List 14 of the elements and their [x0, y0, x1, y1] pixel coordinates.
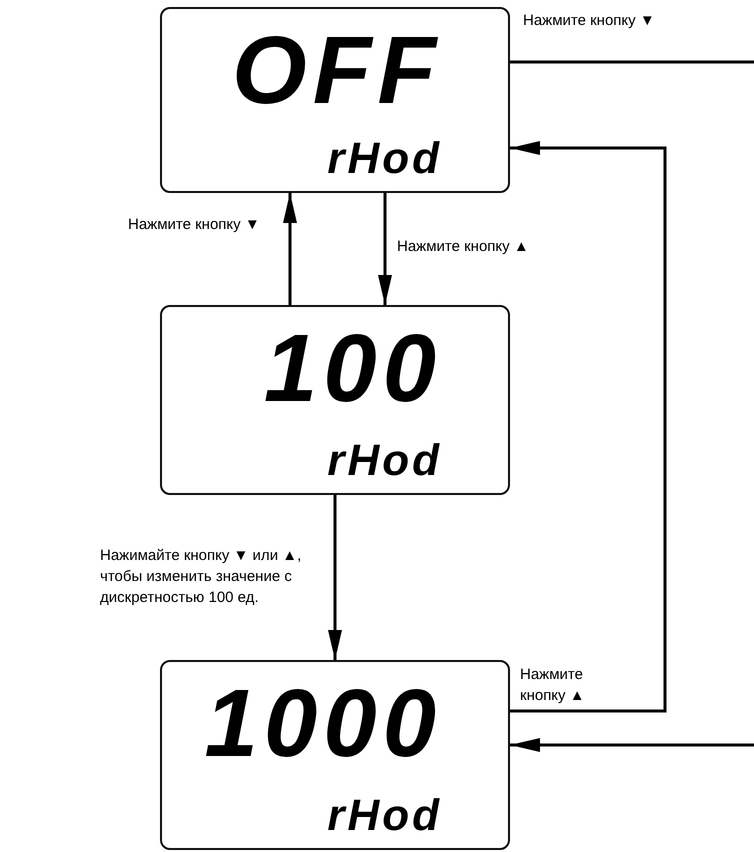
display-mode: rHod	[327, 137, 442, 181]
display-value: OFF	[232, 23, 442, 119]
arrow	[510, 141, 666, 712]
arrow	[510, 738, 754, 752]
display-mode: rHod	[327, 794, 442, 838]
display-mode: rHod	[327, 439, 442, 483]
arrow	[283, 193, 297, 305]
arrow	[328, 495, 342, 660]
lcd-display	[160, 660, 510, 850]
arrow	[378, 193, 392, 305]
lcd-display	[160, 7, 510, 193]
lcd-display	[160, 305, 510, 495]
display-value: 1000	[204, 676, 442, 772]
display-value: 100	[264, 321, 442, 417]
